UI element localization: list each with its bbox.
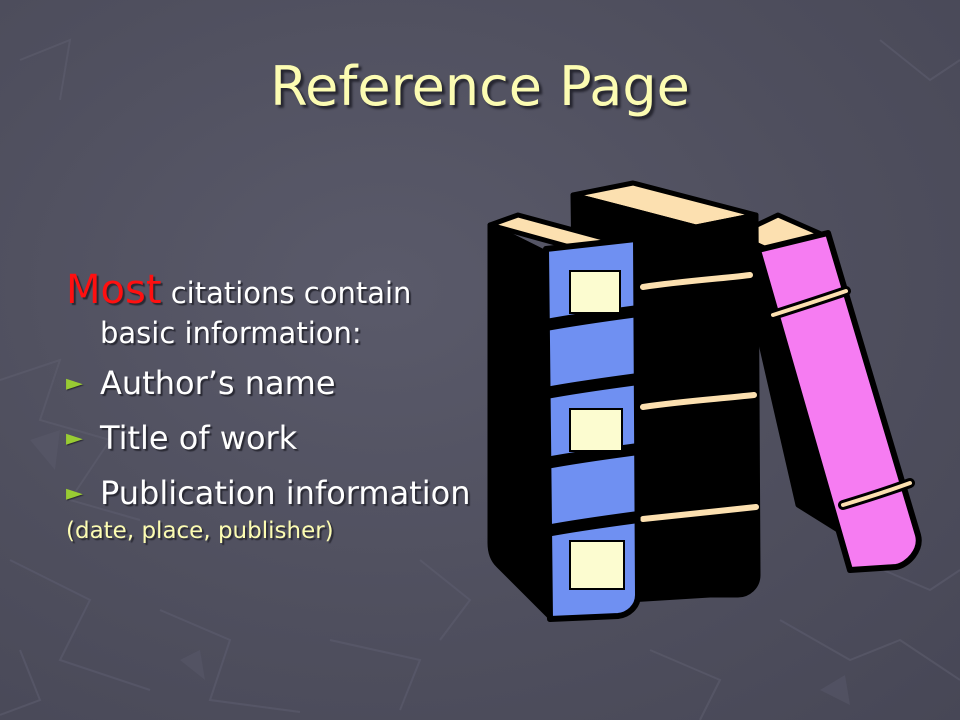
books-icon bbox=[487, 180, 922, 622]
intro-emphasis: Most bbox=[66, 267, 162, 313]
slide-title: Reference Page bbox=[270, 55, 690, 118]
arrow-right-icon: ► bbox=[66, 481, 83, 506]
bullet-text: Title of work bbox=[100, 419, 298, 457]
intro-paragraph: Most citations contain basic information… bbox=[66, 270, 486, 353]
bullet-list: ► Author’s name ► Title of work ► Public… bbox=[66, 363, 486, 513]
slide-body: Most citations contain basic information… bbox=[66, 270, 486, 546]
intro-text: citations contain basic information: bbox=[100, 276, 412, 350]
bullet-item: ► Publication information bbox=[66, 473, 486, 513]
bullet-text: Publication information bbox=[100, 474, 471, 512]
pink-book bbox=[733, 212, 922, 573]
blue-book bbox=[487, 212, 641, 622]
arrow-right-icon: ► bbox=[66, 426, 83, 451]
bullet-item: ► Title of work bbox=[66, 418, 486, 458]
bullet-item: ► Author’s name bbox=[66, 363, 486, 403]
publication-note: (date, place, publisher) bbox=[66, 518, 334, 544]
bullet-text: Author’s name bbox=[100, 364, 336, 402]
arrow-right-icon: ► bbox=[66, 371, 83, 396]
